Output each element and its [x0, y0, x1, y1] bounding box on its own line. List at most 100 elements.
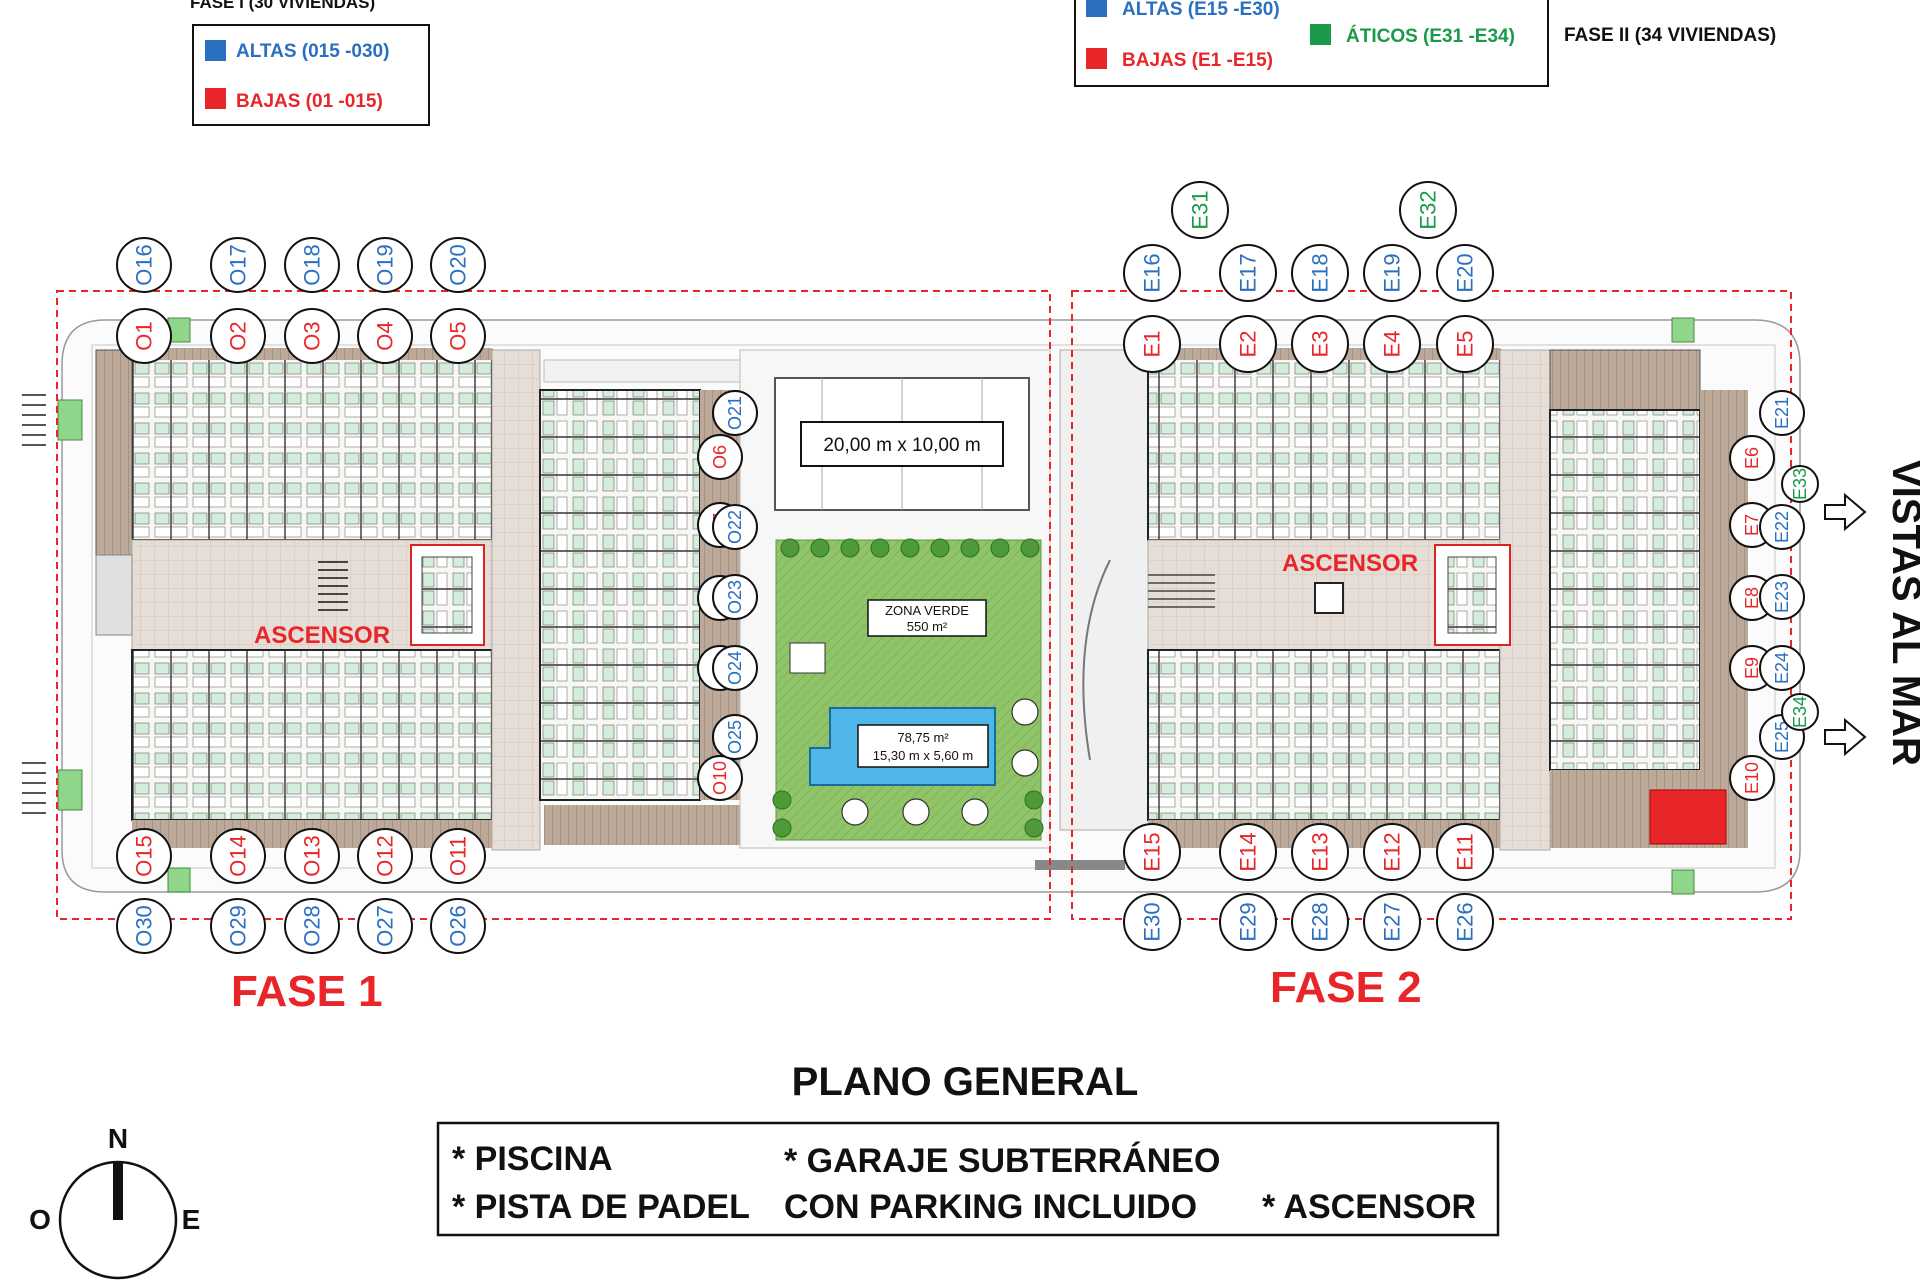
unit-marker-circle	[712, 714, 758, 760]
unit-marker-circle	[1219, 823, 1277, 881]
palm-trees	[772, 538, 1044, 838]
phase1-north-block	[131, 349, 493, 541]
unit-marker-e34: E34	[1781, 693, 1819, 731]
sea-view: VISTAS AL MAR	[1824, 460, 1920, 766]
unit-label: E24	[1772, 652, 1792, 684]
unit-marker-circle	[1436, 893, 1494, 951]
unit-marker-e18: E18	[1291, 244, 1349, 302]
unit-marker-e1: E1	[1123, 315, 1181, 373]
unit-marker-circle	[430, 237, 486, 293]
unit-marker-e6: E6	[1729, 435, 1775, 481]
planter	[1671, 869, 1695, 895]
sea-view-arrow	[1824, 717, 1867, 757]
unit-label: O22	[725, 510, 745, 544]
unit-marker-e30: E30	[1123, 893, 1181, 951]
unit-marker-circle	[1123, 315, 1181, 373]
unit-marker-circle	[1123, 244, 1181, 302]
unit-marker-e24: E24	[1759, 645, 1805, 691]
unit-label: E2	[1236, 331, 1261, 358]
unit-marker-o4: O4	[357, 308, 413, 364]
unit-marker-e4: E4	[1363, 315, 1421, 373]
unit-label: O21	[725, 396, 745, 430]
unit-label: O11	[446, 836, 471, 876]
unit-label: O6	[710, 445, 730, 469]
unit-marker-o3: O3	[284, 308, 340, 364]
phase2-label: FASE 2	[1270, 963, 1422, 1012]
unit-label: O25	[725, 720, 745, 754]
unit-marker-circle	[1759, 390, 1805, 436]
unit-marker-circle	[1363, 893, 1421, 951]
phase1-elevator-label: ASCENSOR	[254, 622, 390, 649]
central-area: 20,00 m x 10,00 m ZONA VERDE 550 m² 78,7…	[739, 349, 1051, 849]
unit-label: E27	[1380, 902, 1405, 941]
unit-label: E7	[1742, 514, 1762, 536]
green-zone	[775, 539, 1042, 841]
unit-marker-e31: E31	[1171, 181, 1229, 239]
unit-marker-circle	[210, 308, 266, 364]
unit-marker-e26: E26	[1436, 893, 1494, 951]
pool-dims: 15,30 m x 5,60 m	[873, 748, 973, 763]
sea-view-arrow	[1824, 492, 1867, 532]
unit-label: E22	[1772, 511, 1792, 543]
legend-phase1-box	[192, 24, 430, 126]
green-zone-label: ZONA VERDE	[885, 603, 969, 618]
altas-swatch	[1086, 0, 1107, 17]
unit-label: O2	[226, 321, 251, 350]
sun-umbrellas	[841, 698, 1039, 826]
unit-marker-o14: O14	[210, 828, 266, 884]
legend-phase1: FASE I (30 VIVIENDAS) ALTAS (015 -030) B…	[190, 0, 430, 126]
legend-phase2-altas: ALTAS (E15 -E30)	[1122, 0, 1280, 20]
unit-marker-o29: O29	[210, 898, 266, 954]
compass-west: O	[29, 1204, 51, 1235]
phase2-ramp-zone	[1059, 349, 1151, 831]
unit-marker-circle	[284, 898, 340, 954]
driveway-curve	[1082, 559, 1111, 761]
unit-label: E29	[1236, 902, 1261, 941]
unit-label: E23	[1772, 581, 1792, 613]
unit-marker-circle	[430, 308, 486, 364]
unit-label: O24	[725, 651, 745, 685]
phase2-elevator-core	[1447, 556, 1497, 634]
unit-marker-circle	[357, 237, 413, 293]
unit-marker-circle	[357, 828, 413, 884]
planter	[167, 867, 191, 893]
unit-marker-circle	[712, 574, 758, 620]
unit-marker-e17: E17	[1219, 244, 1277, 302]
unit-marker-e29: E29	[1219, 893, 1277, 951]
phase1-west-deck	[95, 349, 133, 556]
unit-marker-circle	[1363, 315, 1421, 373]
unit-label: E26	[1453, 902, 1478, 941]
phase2-north-block	[1147, 349, 1501, 541]
compass-north: N	[108, 1123, 128, 1154]
unit-marker-o26: O26	[430, 898, 486, 954]
compass-needle	[113, 1163, 123, 1220]
unit-marker-e10: E10	[1729, 755, 1775, 801]
unit-marker-e27: E27	[1363, 893, 1421, 951]
unit-label: E30	[1140, 902, 1165, 941]
legend-phase2-bajas: BAJAS (E1 -E15)	[1122, 50, 1273, 71]
feature-garage: * GARAJE SUBTERRÁNEO	[784, 1142, 1220, 1180]
unit-label: E28	[1308, 902, 1333, 941]
unit-marker-e32: E32	[1399, 181, 1457, 239]
unit-label: E14	[1236, 832, 1261, 871]
unit-marker-e15: E15	[1123, 823, 1181, 881]
unit-label: O1	[132, 321, 157, 350]
phase1-planter	[543, 359, 741, 383]
unit-marker-circle	[210, 828, 266, 884]
unit-marker-circle	[1219, 893, 1277, 951]
unit-marker-circle	[1399, 181, 1457, 239]
court-label-box	[800, 421, 1004, 467]
phase1-east-block	[539, 389, 701, 801]
unit-label: O27	[373, 905, 398, 947]
legend-phase2: ALTAS (E15 -E30) BAJAS (E1 -E15) ÁTICOS …	[1074, 0, 1776, 87]
unit-label: O13	[300, 835, 325, 877]
unit-label: O19	[373, 244, 398, 286]
unit-marker-o27: O27	[357, 898, 413, 954]
unit-marker-circle	[430, 828, 486, 884]
unit-label: E18	[1308, 253, 1333, 292]
green-zone-label-box	[867, 599, 987, 637]
unit-marker-o19: O19	[357, 237, 413, 293]
unit-label: O30	[132, 905, 157, 947]
unit-label: O16	[132, 244, 157, 286]
